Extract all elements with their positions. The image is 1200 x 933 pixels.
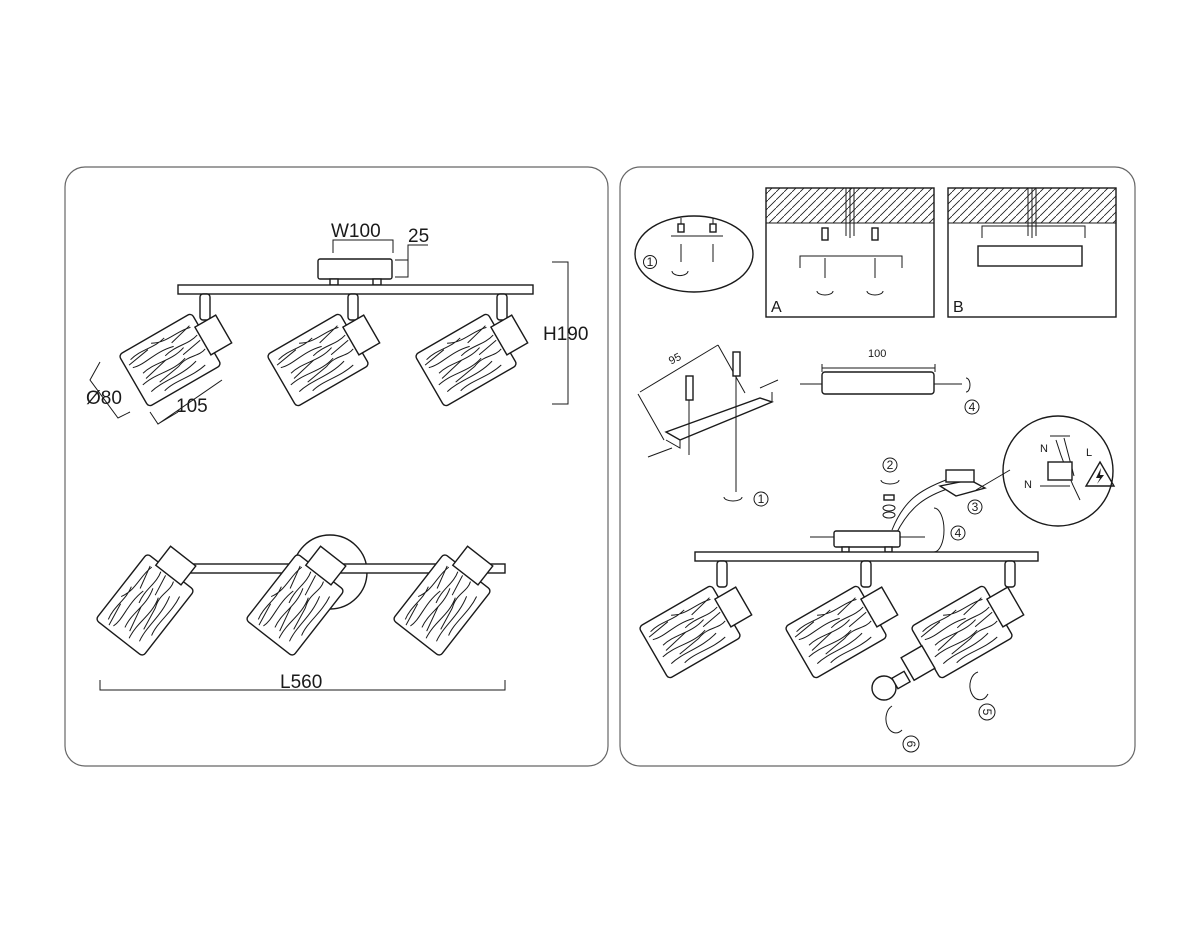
spot-shade [94,536,208,658]
dim-bracket-spacing: 95 [667,351,683,367]
dimensions-panel [64,166,609,767]
mounting-bar-side [177,284,534,295]
side-view-drawing: W100 25 H190 Ø80 105 [86,221,588,425]
canopy-detail: 100 4 [800,348,980,415]
step-number-1b: 1 [758,492,765,506]
dim-canopy-width: 100 [868,348,886,360]
top-view-drawing: L560 [94,534,506,693]
step-number-4b: 4 [955,526,962,540]
electric-hazard-icon [1084,460,1116,487]
variant-label-b: B [953,299,964,316]
step-number-2: 2 [887,458,894,472]
spot-shade [637,574,760,680]
dim-diameter: Ø80 [86,388,122,409]
dim-length: L560 [280,672,322,693]
bracket-mounting: 95 1 [637,344,779,507]
spot-shade [413,302,536,408]
step-1-detail: 1 [634,215,754,293]
dim-canopy-height: 25 [408,226,429,247]
spot-shade [265,302,388,408]
dim-shade-length: 105 [176,396,208,417]
wire-label-neutral-top: N [1040,443,1048,455]
assembled-fixture: 4 5 6 [637,507,1039,753]
dim-width: W100 [331,221,381,242]
wire-label-live: L [1086,447,1092,459]
step-number-1: 1 [647,255,654,269]
variant-b: B [947,187,1117,318]
dim-height: H190 [543,324,588,345]
step-number-6: 6 [904,741,918,748]
canopy-side [317,258,393,280]
assembly-panel [619,166,1136,767]
bulb-icon [871,675,897,701]
step-number-3: 3 [972,500,979,514]
variant-a: A [765,187,935,318]
wiring-step: 2 3 N L N [880,415,1116,535]
spot-shade [117,302,240,408]
step-number-5: 5 [980,709,994,716]
spot-shade [391,536,505,658]
step-number-4: 4 [969,400,976,414]
wire-label-neutral-bottom: N [1024,479,1032,491]
variant-label-a: A [771,299,782,316]
spot-shade [783,574,906,680]
